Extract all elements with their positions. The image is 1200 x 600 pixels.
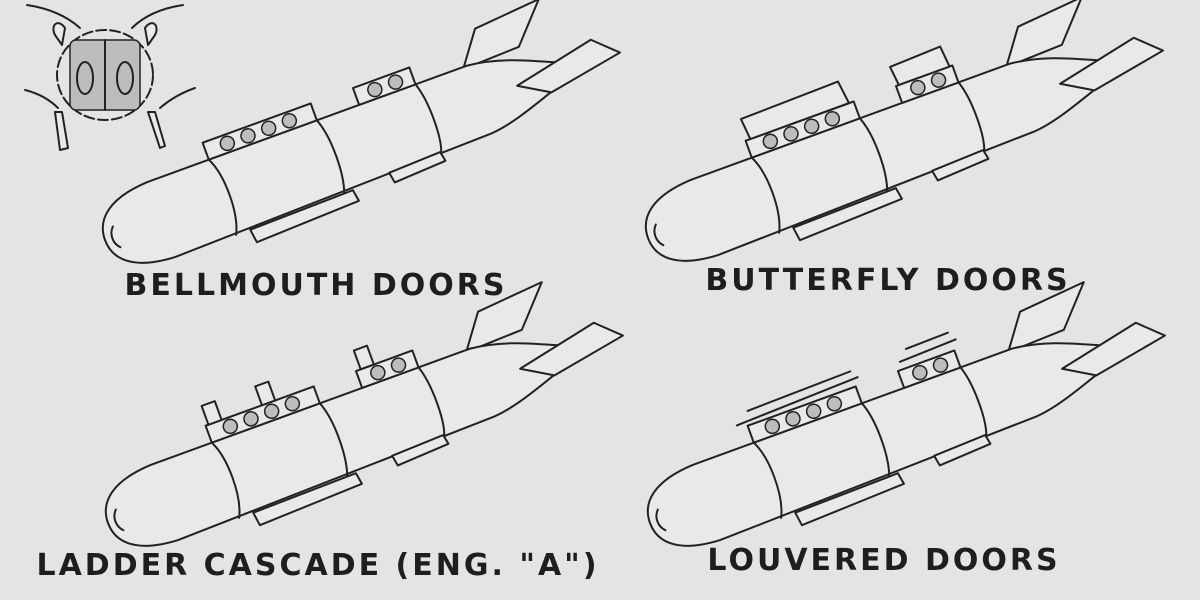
pod-louvered-doors [622, 261, 1185, 575]
pod-butterfly-doors [620, 0, 1183, 290]
label-ladder-cascade: LADDER CASCADE (ENG. "A") [36, 548, 600, 583]
cross-section-inset [24, 4, 196, 151]
label-louvered-doors: LOUVERED DOORS [707, 543, 1061, 578]
pod-ladder-cascade [80, 261, 643, 575]
label-butterfly-doors: BUTTERFLY DOORS [705, 263, 1071, 298]
label-bellmouth-doors: BELLMOUTH DOORS [124, 268, 508, 303]
